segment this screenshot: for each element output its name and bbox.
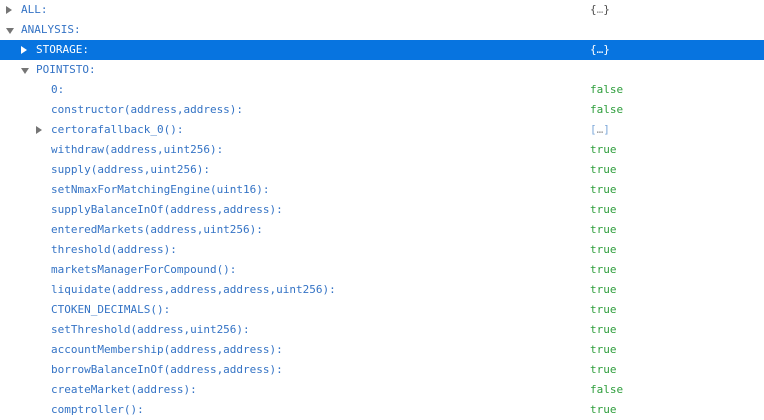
tree-key: setNmaxForMatchingEngine(uint16): [51, 183, 270, 196]
tree-key: accountMembership(address,address): [51, 343, 283, 356]
tree-row[interactable]: comptroller(): true [0, 400, 764, 420]
tree-row[interactable]: supplyBalanceInOf(address,address): true [0, 200, 764, 220]
chevron-down-icon[interactable] [21, 68, 29, 74]
tree-row[interactable]: withdraw(address,uint256): true [0, 140, 764, 160]
tree-key: marketsManagerForCompound(): [51, 263, 237, 276]
tree-key: withdraw(address,uint256): [51, 143, 224, 156]
tree-key: certorafallback_0(): [51, 123, 184, 136]
tree-key: ANALYSIS: [21, 23, 81, 36]
tree-value: true [590, 183, 617, 196]
tree-value: false [590, 383, 624, 396]
tree-row[interactable]: accountMembership(address,address): true [0, 340, 764, 360]
tree-key: comptroller(): [51, 403, 144, 416]
tree-value: {…} [590, 43, 610, 56]
tree-row[interactable]: certorafallback_0(): […] [0, 120, 764, 140]
tree-value: true [590, 143, 617, 156]
tree-value: true [590, 163, 617, 176]
tree-row[interactable]: enteredMarkets(address,uint256): true [0, 220, 764, 240]
tree-value: true [590, 403, 617, 416]
tree-value: true [590, 283, 617, 296]
tree-value: true [590, 263, 617, 276]
tree-key: POINTSTO: [36, 63, 96, 76]
tree-value: false [590, 83, 624, 96]
tree-row[interactable]: 0: false [0, 80, 764, 100]
tree-row[interactable]: ALL: {…} [0, 0, 764, 20]
tree-key: threshold(address): [51, 243, 177, 256]
tree-row[interactable]: ANALYSIS: [0, 20, 764, 40]
tree-value: true [590, 243, 617, 256]
chevron-down-icon[interactable] [6, 28, 14, 34]
tree-key: enteredMarkets(address,uint256): [51, 223, 263, 236]
chevron-right-icon[interactable] [36, 126, 42, 134]
tree-key: liquidate(address,address,address,uint25… [51, 283, 336, 296]
tree-key: CTOKEN_DECIMALS(): [51, 303, 171, 316]
tree-row[interactable]: CTOKEN_DECIMALS(): true [0, 300, 764, 320]
tree-row[interactable]: constructor(address,address): false [0, 100, 764, 120]
tree-row[interactable]: STORAGE: {…} [0, 40, 764, 60]
tree-key: ALL: [21, 3, 48, 16]
tree-row[interactable]: createMarket(address): false [0, 380, 764, 400]
tree-row[interactable]: POINTSTO: [0, 60, 764, 80]
tree-value: true [590, 363, 617, 376]
chevron-right-icon[interactable] [6, 6, 12, 14]
tree-key: supply(address,uint256): [51, 163, 210, 176]
tree-row[interactable]: setNmaxForMatchingEngine(uint16): true [0, 180, 764, 200]
tree-key: supplyBalanceInOf(address,address): [51, 203, 283, 216]
tree-row[interactable]: borrowBalanceInOf(address,address): true [0, 360, 764, 380]
tree-key: borrowBalanceInOf(address,address): [51, 363, 283, 376]
tree-value: true [590, 203, 617, 216]
tree-row[interactable]: liquidate(address,address,address,uint25… [0, 280, 764, 300]
tree-row[interactable]: threshold(address): true [0, 240, 764, 260]
tree-value: true [590, 223, 617, 236]
tree-value: true [590, 303, 617, 316]
tree-key: 0: [51, 83, 65, 96]
tree-value: […] [590, 123, 610, 136]
tree-value: false [590, 103, 624, 116]
tree-key: STORAGE: [36, 43, 89, 56]
chevron-right-icon[interactable] [21, 46, 27, 54]
tree-row[interactable]: supply(address,uint256): true [0, 160, 764, 180]
tree-value: true [590, 343, 617, 356]
tree-value: true [590, 323, 617, 336]
tree-row[interactable]: marketsManagerForCompound(): true [0, 260, 764, 280]
tree-key: createMarket(address): [51, 383, 197, 396]
tree-key: setThreshold(address,uint256): [51, 323, 250, 336]
tree-row[interactable]: setThreshold(address,uint256): true [0, 320, 764, 340]
tree-value: {…} [590, 3, 610, 16]
tree-key: constructor(address,address): [51, 103, 244, 116]
